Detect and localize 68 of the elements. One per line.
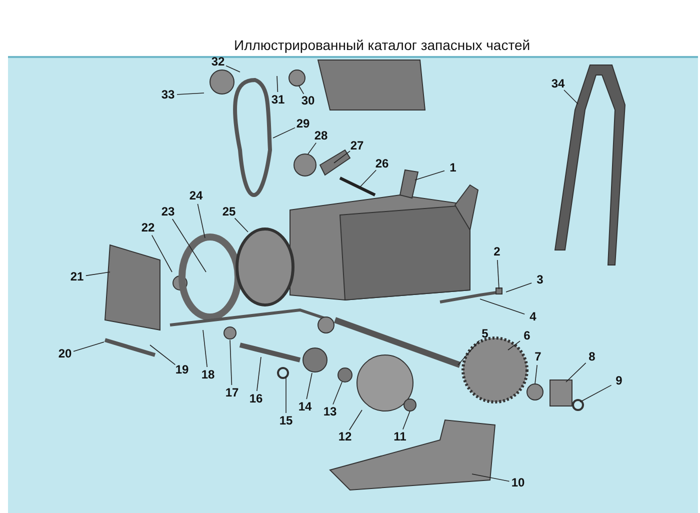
callout-number: 17 xyxy=(225,386,239,400)
callout-number: 27 xyxy=(350,140,364,152)
leader-line xyxy=(497,260,500,290)
callout-number: 6 xyxy=(524,330,530,342)
leader-line xyxy=(226,65,240,72)
leader-line xyxy=(458,340,480,366)
callout-number: 23 xyxy=(161,206,175,218)
leader-line xyxy=(472,474,510,482)
callout-number: 13 xyxy=(323,406,337,418)
leader-line xyxy=(360,170,376,188)
callout-number: 12 xyxy=(338,430,352,444)
leader-line xyxy=(276,76,278,92)
leader-line xyxy=(152,234,172,272)
leader-line xyxy=(176,92,204,95)
leader-line xyxy=(73,342,104,352)
callout-number: 8 xyxy=(588,350,596,364)
leader-line xyxy=(414,170,445,180)
callout-number: 32 xyxy=(211,56,225,68)
leader-line xyxy=(308,142,316,154)
callout-number: 22 xyxy=(141,222,155,234)
leader-line xyxy=(506,282,532,292)
leader-line xyxy=(580,384,612,402)
leader-line xyxy=(334,150,350,164)
callout-number: 5 xyxy=(482,328,488,340)
leader-line xyxy=(150,344,176,366)
leader-line xyxy=(566,362,586,382)
leader-line xyxy=(332,382,342,405)
callout-number: 33 xyxy=(161,88,175,102)
callout-number: 1 xyxy=(450,162,456,174)
leader-line xyxy=(256,356,262,392)
callout-number: 25 xyxy=(222,206,236,218)
leader-line xyxy=(534,364,538,384)
leader-line xyxy=(202,330,208,368)
callout-number: 19 xyxy=(175,364,189,376)
catalog-title: Иллюстрированный каталог запасных частей xyxy=(234,37,530,53)
leader-line xyxy=(349,410,362,430)
callout-number: 11 xyxy=(394,430,406,444)
callout-number: 26 xyxy=(375,158,389,170)
callout-number: 20 xyxy=(58,348,72,360)
callout-number: 28 xyxy=(314,130,328,142)
leader-line xyxy=(230,340,232,386)
callout-number: 16 xyxy=(249,392,263,406)
leader-line xyxy=(298,86,304,94)
callout-number: 7 xyxy=(534,350,542,364)
leader-line xyxy=(197,204,206,238)
leader-line xyxy=(508,340,520,350)
leader-line xyxy=(272,127,296,138)
leader-line xyxy=(86,272,110,276)
leader-line xyxy=(564,90,578,104)
callout-number: 31 xyxy=(271,94,285,106)
callout-number: 2 xyxy=(494,246,500,258)
callout-number: 10 xyxy=(511,476,525,490)
callout-number: 15 xyxy=(279,414,293,428)
leader-line xyxy=(172,218,206,272)
callout-number: 14 xyxy=(298,400,312,414)
callout-number: 24 xyxy=(189,190,203,202)
callout-number: 29 xyxy=(296,118,310,130)
leader-line xyxy=(306,372,312,400)
callout-number: 21 xyxy=(70,270,84,284)
callout-number: 3 xyxy=(536,274,544,286)
callout-number: 30 xyxy=(301,94,315,108)
leader-line xyxy=(234,218,248,232)
callout-number: 18 xyxy=(201,368,215,382)
leader-line xyxy=(480,298,525,314)
leader-line xyxy=(402,410,410,430)
callout-number: 34 xyxy=(551,78,565,90)
callout-number: 9 xyxy=(616,374,622,388)
callout-number: 4 xyxy=(530,310,536,324)
